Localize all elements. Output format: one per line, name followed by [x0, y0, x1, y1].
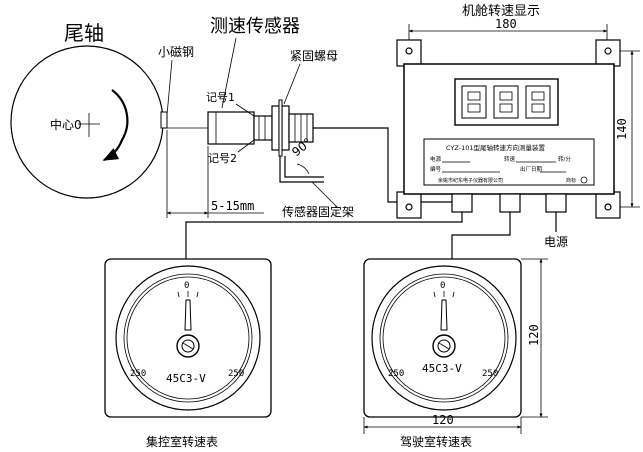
small-magnet-label: 小磁钢 [158, 44, 194, 59]
cable-gland-2 [499, 193, 521, 213]
rotation-arrow [102, 89, 129, 161]
bridge-meter: 0 250 250 45C3-V 120 120 驾驶室转速表 [363, 258, 548, 449]
display-height-dim: 140 [615, 118, 629, 140]
power-label: 电源 [544, 235, 568, 249]
nameplate-field-date: 出厂日期 [520, 165, 543, 173]
sensor-bracket-label: 传感器固定架 [282, 204, 354, 219]
nameplate: CYZ-101型尾轴转速方向测量装置 电源 转速 转/分 编号 出厂日期 余姚市… [423, 138, 595, 186]
meter1-model: 45C3-V [166, 372, 206, 385]
meter2-right-tick: 250 [482, 369, 498, 379]
meter1-needle [184, 299, 192, 331]
led-digit-3 [525, 85, 551, 119]
meter2-left-tick: 250 [388, 369, 404, 379]
mark1-label: 记号1 [206, 91, 235, 104]
meter1-left-tick: 250 [130, 369, 146, 379]
meter2-zero: 0 [440, 281, 445, 291]
speed-sensor: 测速传感器 记号1 记号2 紧固螺母 [167, 16, 338, 165]
nameplate-field-power: 电源 [430, 155, 442, 163]
nameplate-field-rpm: 转/分 [558, 155, 571, 163]
center-label: 中心0 [50, 117, 82, 132]
nameplate-field-number: 编号 [430, 165, 442, 173]
cabin-display-unit: 机舱转速显示 180 140 [396, 4, 640, 219]
nameplate-title: CYZ-101型尾轴转速方向测量装置 [446, 143, 545, 152]
tail-shaft-circle [10, 45, 164, 199]
meter1-right-tick: 250 [228, 369, 244, 379]
meter1-zero: 0 [184, 281, 189, 291]
mark2-label: 记号2 [208, 152, 237, 165]
tail-shaft: 尾轴 中心0 [10, 21, 164, 199]
control-room-meter-label: 集控室转速表 [146, 434, 218, 449]
lock-nut-label: 紧固螺母 [290, 49, 338, 63]
cabin-display-label: 机舱转速显示 [462, 4, 540, 19]
small-magnet: 小磁钢 [158, 44, 194, 129]
tail-shaft-label: 尾轴 [64, 21, 104, 45]
gap-dimension: 5-15mm [166, 130, 264, 218]
cable-gland-3 [545, 193, 567, 213]
control-room-cable [185, 212, 463, 268]
led-digit-1 [461, 85, 487, 119]
nameplate-mark: 商标 [566, 177, 576, 184]
bridge-meter-label: 驾驶室转速表 [400, 434, 472, 449]
control-room-meter: 0 250 250 45C3-V 集控室转速表 [104, 258, 272, 449]
nameplate-field-speed: 转速 [504, 155, 516, 163]
meter2-needle [440, 299, 448, 331]
display-width-dim: 180 [495, 17, 517, 31]
meter2-height-dim: 120 [527, 324, 541, 346]
speed-sensor-label: 测速传感器 [210, 16, 300, 37]
meter2-width-dim: 120 [432, 413, 454, 427]
nameplate-manufacturer: 余姚市纪东电子仪器有限公司 [438, 177, 503, 184]
sensor-bracket: 90° 传感器固定架 [279, 135, 354, 219]
led-digit-2 [493, 85, 519, 119]
meter2-model: 45C3-V [422, 362, 462, 375]
bridge-cable [451, 212, 511, 268]
gap-label: 5-15mm [211, 199, 254, 213]
cable-gland-1 [451, 193, 473, 213]
